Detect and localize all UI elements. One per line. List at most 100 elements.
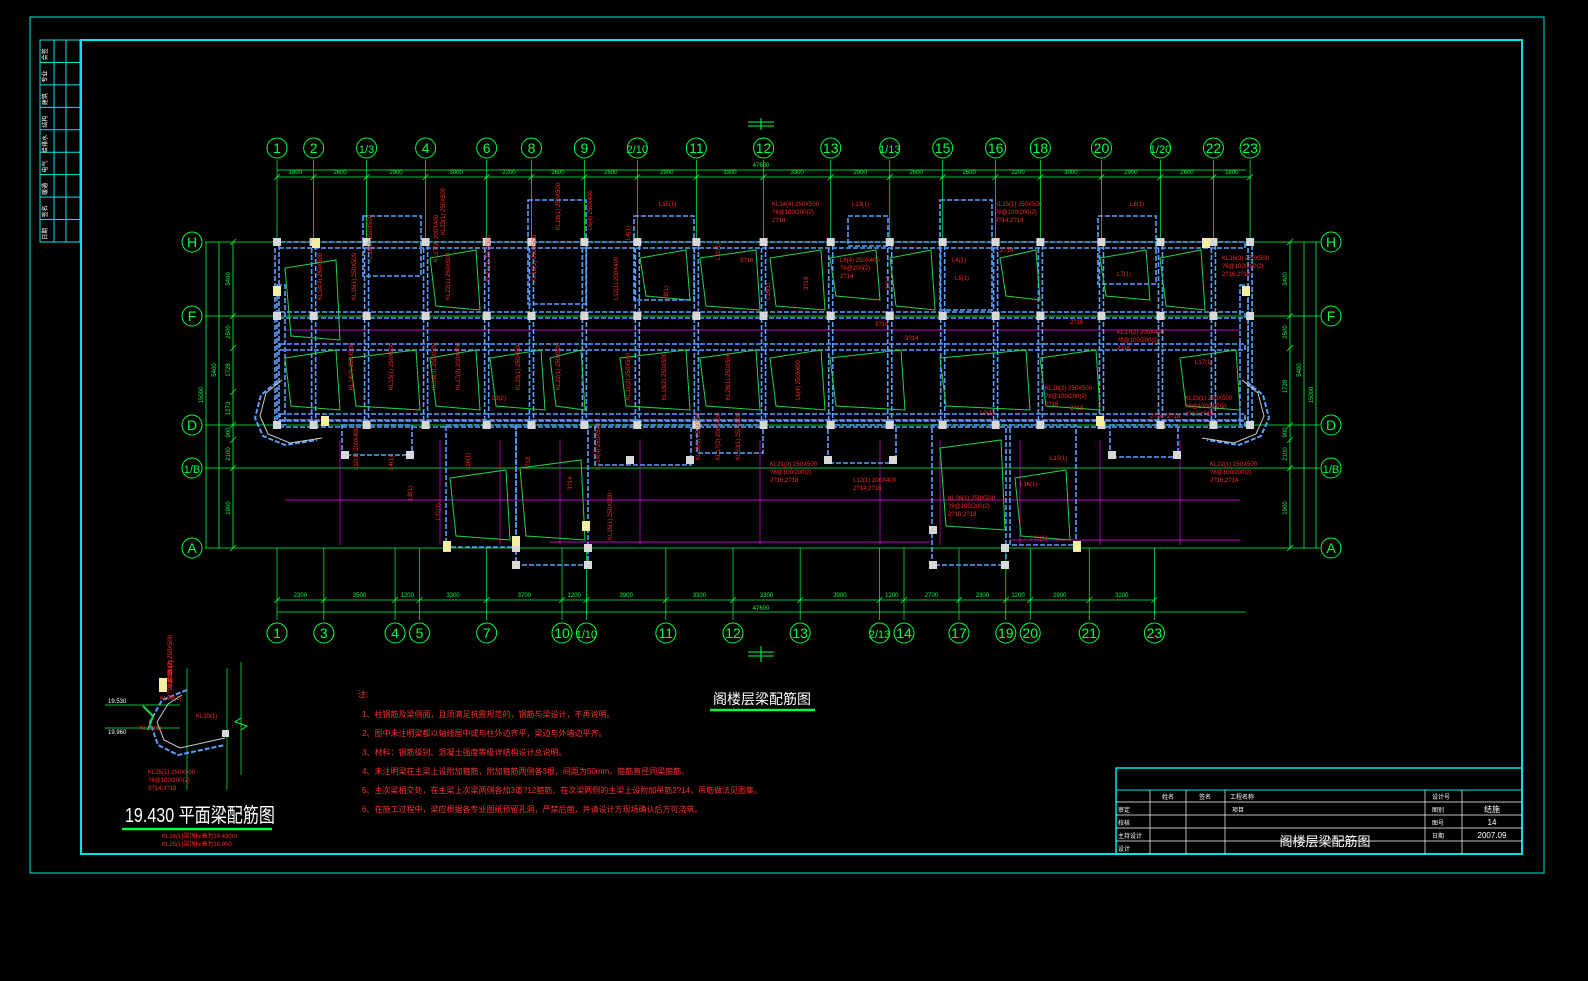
note-item: 4、未注明梁在主梁上设附加箍筋，附加箍筋两侧各3根，间距为50mm，箍筋直径同梁… [362,766,689,776]
side-table-cell: 建筑 [41,93,49,105]
beam-annotation-vertical: L8(1) [664,286,670,300]
bay-window-inner [259,379,323,444]
axis-left-label: 1/B [184,464,201,476]
column [341,451,349,459]
slab-panel [699,249,761,311]
inset-column [222,730,229,737]
dim-bottom-value: 3900 [619,593,633,599]
dim-top-tick [760,173,767,181]
beam-annotation: L3(2) [492,396,506,402]
side-table-cell: 会签 [41,48,49,60]
column [273,238,281,246]
dim-bottom-value: 1200 [401,593,415,599]
column [759,238,768,246]
beam-annotation: 2?16;2?18 [1185,412,1214,418]
axis-bottom-label: 4 [391,625,399,641]
beam-annotation: KL22(1) 250X500 [1210,462,1258,468]
axis-bottom-label: 19 [998,625,1014,641]
beam-annotation: 2?14 [1000,248,1014,254]
beam-annotation-vertical: KL16(3) 250X500 [432,342,438,390]
axis-bottom-bubble [655,622,677,644]
axis-bottom-bubble [1019,622,1041,644]
beam-annotation: L15(1) [659,202,676,208]
tb-header-sign: 签名 [1199,793,1211,801]
beam-outline [1037,241,1044,423]
column [1246,421,1255,429]
beam-annotation: 2?14 [840,274,854,280]
beam-annotation-vertical: L16(1) [766,283,772,300]
dim-right-group-value: 5400 [1297,363,1303,377]
column [929,561,937,569]
dim-top-tick [939,173,946,181]
dim-top-tick [1157,173,1164,181]
beam-annotation: ?8@100/200(2) [1117,338,1159,344]
dim-right-value: 2500 [1283,325,1289,339]
axis-top-bubble [1029,137,1051,159]
axis-bottom-label: 1 [273,625,281,641]
dim-bottom-value: 3300 [446,593,460,599]
beam-annotation: ?8@100/200(2) [1222,264,1264,270]
column [692,238,701,246]
beam-annotation-vertical: KL23(1) 250X500 [441,187,447,235]
axis-bottom-label: 21 [1081,625,1097,641]
axis-top-bubble [520,137,542,159]
axis-left-label: H [187,234,197,250]
column-special [321,416,329,426]
column [1209,312,1218,320]
beam-annotation-vertical: L4(1) [389,456,395,470]
dim-top-tick [363,173,370,181]
beam-annotation-vertical: L6(4) 250X400 [796,360,802,400]
slab-panel [769,249,826,311]
column [273,312,281,320]
inset-elevation-a: 19.530 [108,699,127,705]
beam-annotation: L16(1) [1020,482,1037,488]
beam-annotation: ?8@100/200(2) [948,504,990,510]
axis-bottom-label: 14 [896,625,912,641]
beam-annotation: 2?18 [1070,406,1084,412]
beam-outline [594,424,692,466]
axis-top-label: 2/10 [627,144,648,156]
inset-beam-label: KL25(1) 250X500 [148,770,196,776]
tb-drawing-name: 阁楼层梁配筋图 [1279,834,1370,849]
beam-annotation: 2?16;2?18 [770,478,799,484]
axis-top-label: 6 [483,140,491,156]
column [633,238,642,246]
dim-bottom-tick [391,596,399,604]
beam-annotation-vertical: 3?14 [886,276,892,290]
dim-bottom-tick [558,596,566,604]
dim-top-tick [422,173,429,181]
beam-annotation: 2?16;2?18 [948,512,977,518]
dim-left-tick [229,464,237,472]
inner-frame [80,39,1523,855]
axis-top-bubble [476,137,498,159]
slab-panel [519,459,586,541]
beam-outline [363,241,370,423]
tb-right-label: 图号 [1432,820,1444,827]
tb-role: 审定 [1118,806,1130,814]
column [273,421,281,429]
column [1036,421,1045,429]
axis-left-bubble [181,457,203,479]
beam-annotation: ?8@100/200(2) [1185,404,1227,410]
dim-left-group-value: 5400 [212,363,218,377]
axis-top-label: 1 [273,140,281,156]
axis-left-label: F [188,308,197,324]
beam-annotation: L6(4) 250X400 [840,258,880,264]
column [692,421,701,429]
column [1001,544,1009,552]
axis-right-label: H [1326,234,1336,250]
slab-panel [549,349,586,411]
beam-annotation: L5(1) [955,276,969,282]
dim-bottom-tick [729,596,737,604]
dim-top-value: 2600 [551,170,565,176]
inset-beam-label: KL25(1) [140,726,161,732]
tb-right-value: 2007.09 [1478,831,1507,840]
slab-panel [829,249,881,301]
beam-annotation-vertical: KL15(1) 250X500 [352,252,358,300]
beam-outline [1109,424,1179,458]
beam-annotation-vertical: KL18(2) 250X500 [532,234,538,282]
column [1156,312,1165,320]
dim-left-value: 3400 [226,272,232,286]
inset-beam-label: ?8@100(2) [168,660,174,690]
slab-panel [449,469,511,541]
